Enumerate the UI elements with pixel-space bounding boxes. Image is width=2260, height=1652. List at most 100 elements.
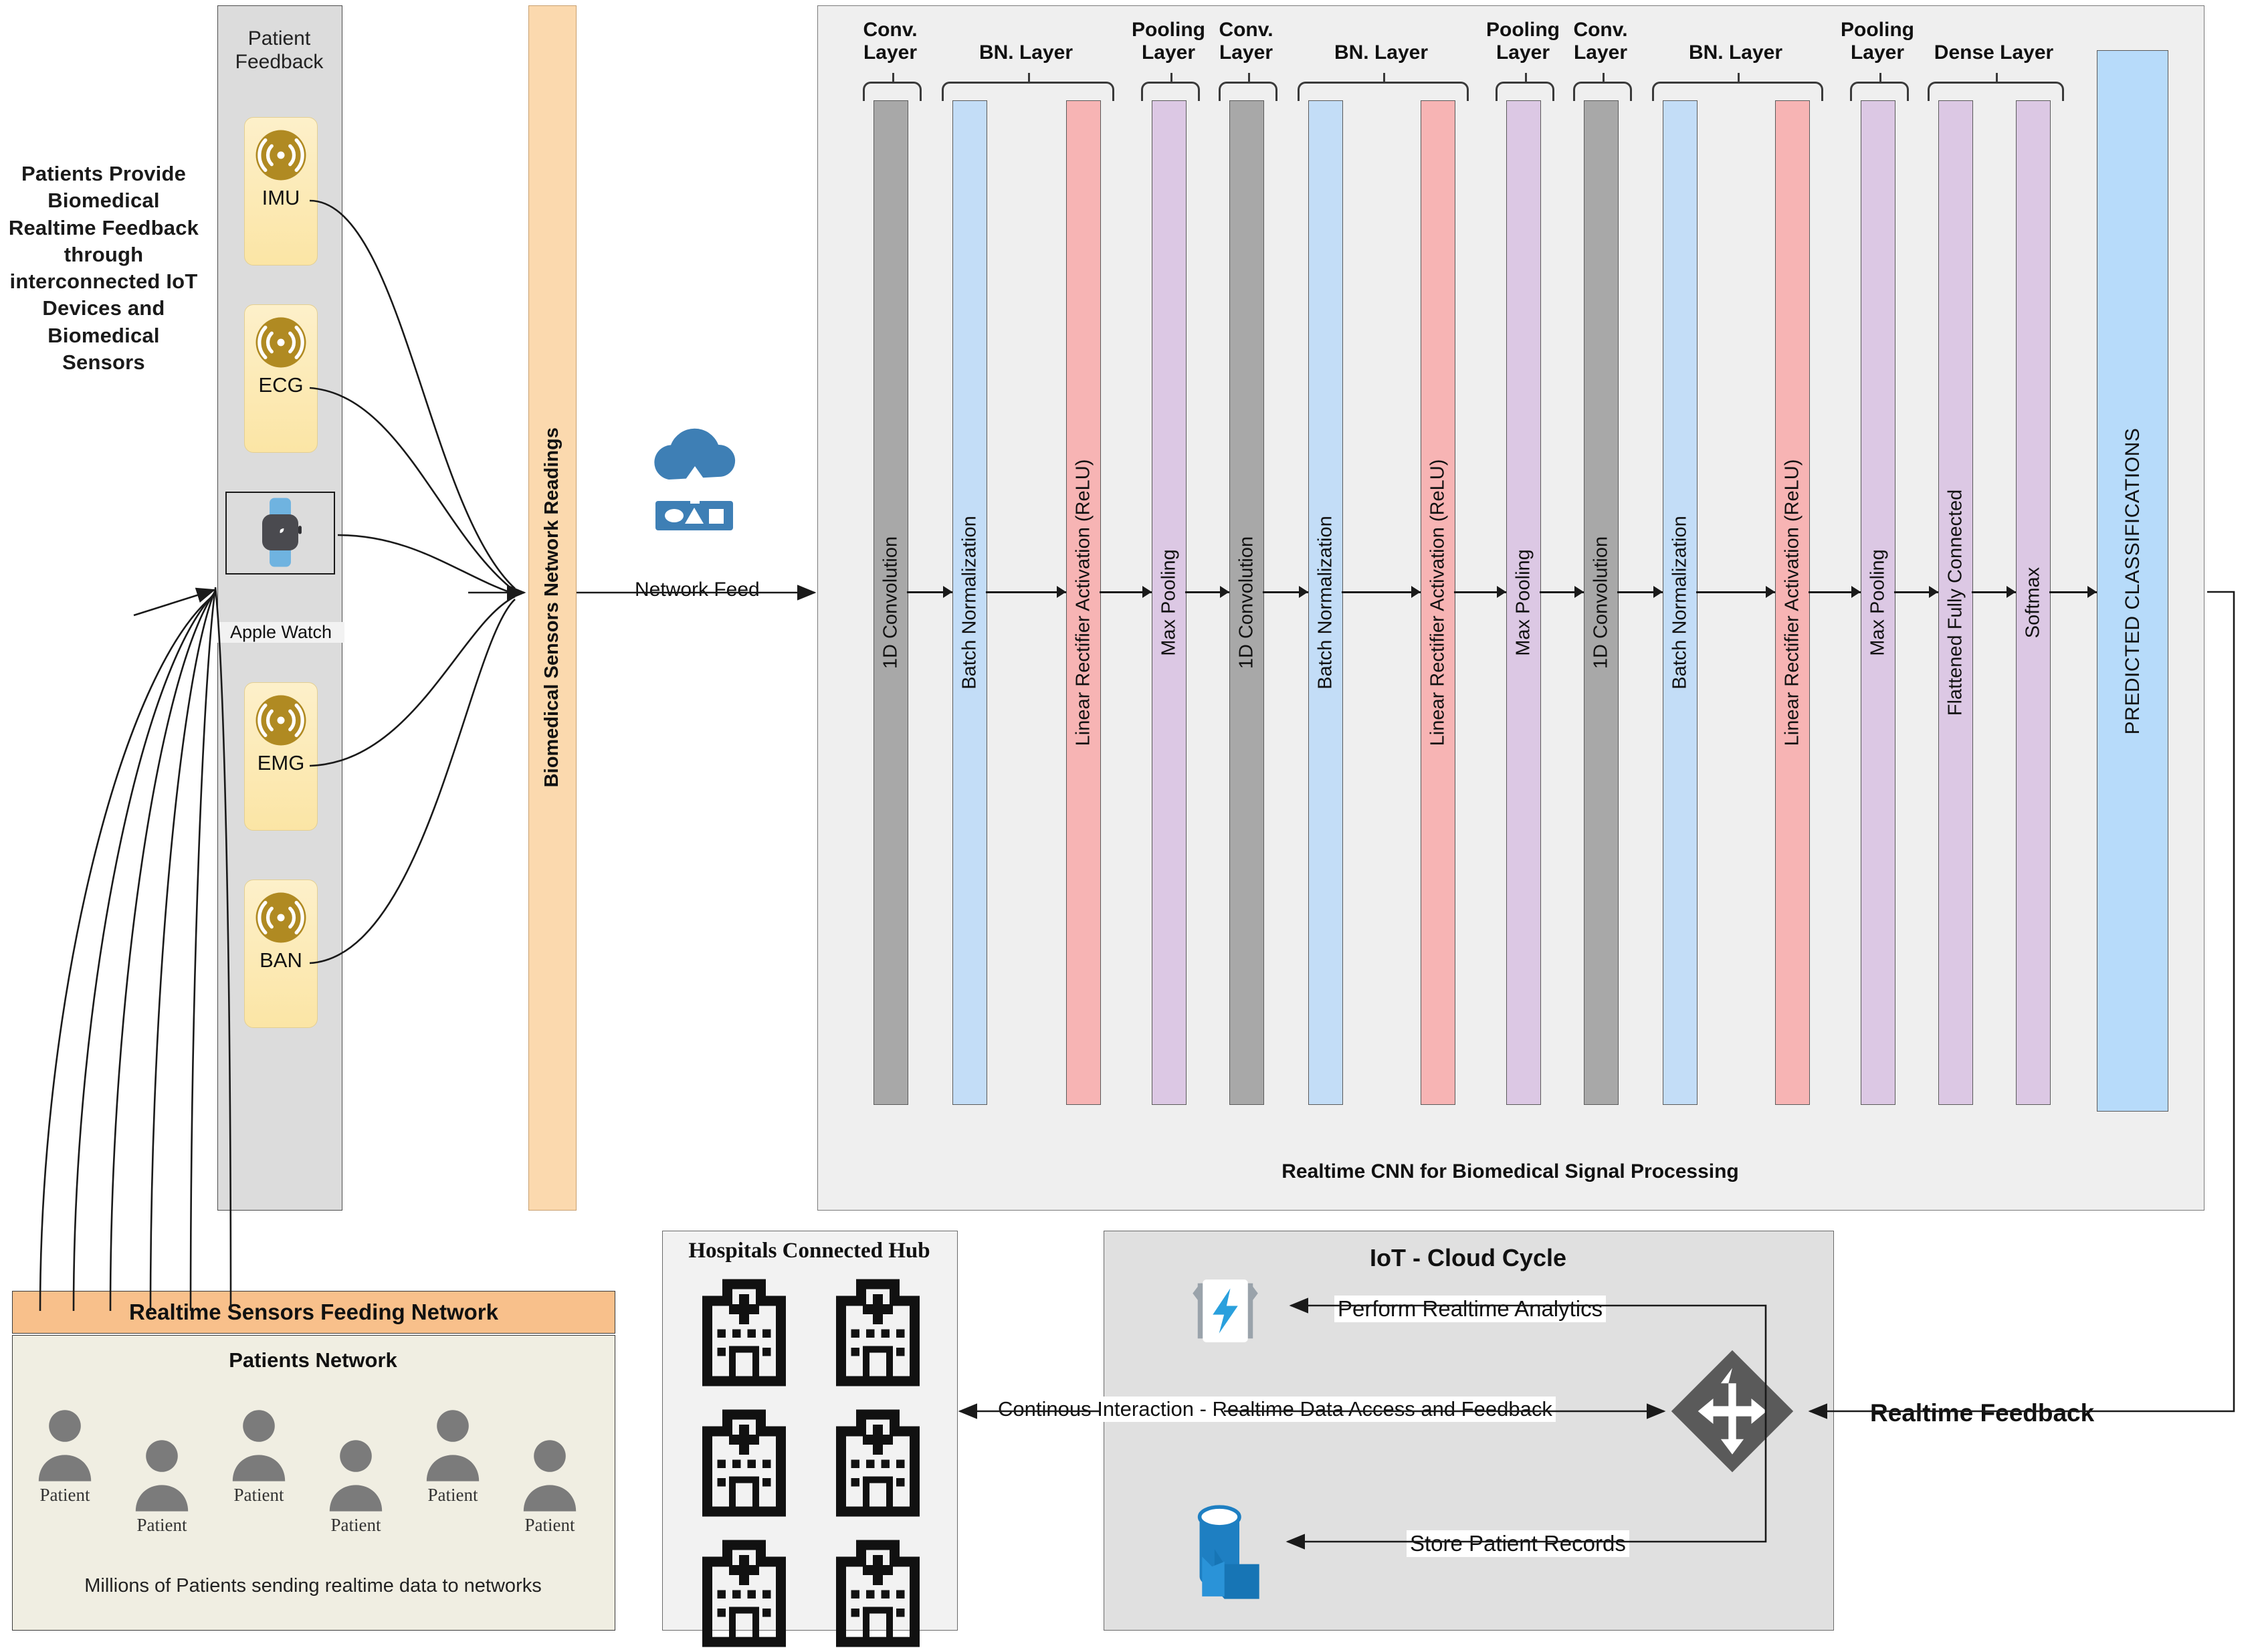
flow-arrow-head (1220, 586, 1229, 598)
cnn-layer-bar: Max Pooling (1861, 100, 1895, 1105)
apple-watch-card[interactable] (225, 492, 335, 575)
patient-figure: Patient (328, 1438, 384, 1536)
cnn-layer-label: 1D Convolution (1590, 536, 1612, 669)
sensor-label: IMU (262, 186, 300, 209)
cnn-layer-bar: Batch Normalization (952, 100, 987, 1105)
sensor-label: EMG (257, 751, 305, 775)
layer-group-label: Pooling Layer (1132, 19, 1205, 64)
cnn-layer-label: Flattened Fully Connected (1944, 489, 1966, 716)
hospitals-connected-hub-title: Hospitals Connected Hub (688, 1239, 930, 1263)
patient-figure: Patient (522, 1438, 578, 1536)
cnn-layer-label: 1D Convolution (880, 536, 902, 669)
cloud-upload-icon (642, 418, 749, 555)
patient-figure: Patient (425, 1408, 481, 1506)
patient-label: Patient (427, 1485, 478, 1505)
hospital-icon (692, 1538, 796, 1652)
layer-group-label: Pooling Layer (1841, 19, 1914, 64)
flow-arrow-head (1653, 586, 1663, 598)
flow-arrow-head (2007, 586, 2016, 598)
cnn-layer-label: Linear Rectifier Activation (ReLU) (1781, 459, 1803, 746)
patient-label: Patient (524, 1515, 575, 1535)
cnn-layer-label: Linear Rectifier Activation (ReLU) (1072, 459, 1094, 746)
store-patient-records-label: Store Patient Records (1407, 1530, 1629, 1557)
smartwatch-icon (262, 498, 302, 567)
flow-arrow-head (1057, 586, 1066, 598)
layer-group-label: Dense Layer (1934, 41, 2054, 64)
patient-label: Patient (330, 1515, 381, 1535)
layer-group-label: Pooling Layer (1486, 19, 1560, 64)
cnn-layer-bar: Linear Rectifier Activation (ReLU) (1421, 100, 1455, 1105)
cnn-layer-label: Softmax (2022, 566, 2044, 639)
flow-arrow (1263, 591, 1308, 593)
flow-arrow-head (1766, 586, 1775, 598)
patient-feedback-title: Patient Feedback (235, 27, 324, 74)
patient-label: Patient (39, 1485, 90, 1505)
sensor-card-ecg[interactable]: ECG (244, 304, 318, 453)
hospital-icon (826, 1538, 930, 1652)
layer-group-bracket (1141, 73, 1200, 101)
flow-arrow-head (1851, 586, 1861, 598)
patient-label: Patient (136, 1515, 187, 1535)
sensor-readings-bar (528, 5, 577, 1211)
sensor-card-imu[interactable]: IMU (244, 117, 318, 266)
flow-arrow (1185, 591, 1229, 593)
cnn-layer-label: Linear Rectifier Activation (ReLU) (1427, 459, 1449, 746)
flow-arrow-head (1142, 586, 1152, 598)
cnn-layer-label: Max Pooling (1158, 549, 1180, 656)
wireless-signal-icon (255, 695, 306, 746)
cnn-caption: Realtime CNN for Biomedical Signal Proce… (1281, 1160, 1739, 1182)
layer-group-bracket (1652, 73, 1823, 101)
patients-network-box (12, 1335, 615, 1631)
patient-label: Patient (233, 1485, 284, 1505)
sensor-card-ban[interactable]: BAN (244, 880, 318, 1028)
wireless-signal-icon (255, 892, 306, 943)
cnn-layer-label: Max Pooling (1867, 549, 1889, 656)
layer-group-bracket (942, 73, 1114, 101)
cnn-layer-bar: Max Pooling (1506, 100, 1541, 1105)
wireless-signal-icon (255, 130, 306, 181)
continuous-interaction-label: Continous Interaction - Realtime Data Ac… (995, 1397, 1556, 1422)
flow-arrow-head (1574, 586, 1584, 598)
sensor-card-emg[interactable]: EMG (244, 682, 318, 831)
sensor-label: ECG (258, 373, 304, 397)
cnn-layer-bar: Batch Normalization (1308, 100, 1343, 1105)
iot-cloud-cycle-title: IoT - Cloud Cycle (1369, 1244, 1566, 1271)
patient-figure: Patient (134, 1438, 190, 1536)
intro-description: Patients Provide Biomedical Realtime Fee… (8, 162, 199, 375)
hospital-icon (826, 1277, 930, 1391)
cnn-layer-bar: Flattened Fully Connected (1938, 100, 1973, 1105)
layer-group-label: BN. Layer (1688, 41, 1783, 64)
patient-figure: Patient (37, 1408, 93, 1506)
flow-arrow (1100, 591, 1152, 593)
cnn-layer-label: Batch Normalization (1314, 516, 1336, 690)
patients-network-title: Patients Network (229, 1348, 397, 1372)
hospital-icon (826, 1408, 930, 1522)
sensor-label: BAN (260, 948, 302, 972)
cnn-layer-label: 1D Convolution (1235, 536, 1257, 669)
flow-arrow (1540, 591, 1584, 593)
flow-arrow-head (1411, 586, 1421, 598)
cnn-layer-bar: 1D Convolution (1584, 100, 1619, 1105)
flow-arrow-head (1299, 586, 1308, 598)
four-way-arrows-icon (1669, 1348, 1796, 1478)
cnn-layer-bar: Linear Rectifier Activation (ReLU) (1775, 100, 1810, 1105)
realtime-sensors-feeding-network-header: Realtime Sensors Feeding Network (12, 1291, 615, 1334)
wireless-signal-icon (255, 317, 306, 368)
flow-arrow (1696, 591, 1775, 593)
flow-arrow-head (2087, 586, 2097, 598)
layer-group-bracket (1928, 73, 2064, 101)
cnn-layer-bar: Max Pooling (1152, 100, 1187, 1105)
flow-arrow (1617, 591, 1663, 593)
cnn-layer-label: Batch Normalization (958, 516, 981, 690)
network-feed-label: Network Feed (632, 579, 762, 601)
flow-arrow-head (943, 586, 952, 598)
perform-realtime-analytics-label: Perform Realtime Analytics (1334, 1296, 1607, 1322)
flow-arrow-head (1497, 586, 1506, 598)
layer-group-label: Conv. Layer (1573, 19, 1628, 64)
layer-group-bracket (1219, 73, 1277, 101)
layer-group-bracket (1573, 73, 1632, 101)
cnn-layer-bar: Batch Normalization (1663, 100, 1698, 1105)
flow-arrow-head (1929, 586, 1938, 598)
layer-group-label: BN. Layer (979, 41, 1073, 64)
flow-arrow (1342, 591, 1421, 593)
